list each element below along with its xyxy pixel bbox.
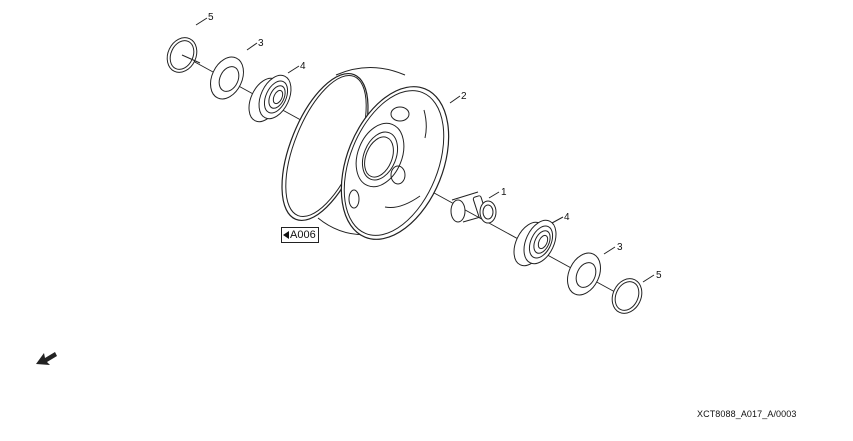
reference-tag-label: A006 [290,229,316,241]
washer-right [567,252,601,296]
callout-4-right: 4 [564,212,570,223]
bearing-right [513,219,557,267]
document-id: XCT8088_A017_A/0003 [697,409,797,419]
snap-ring-left [166,37,201,73]
bearing-left [248,74,292,123]
callout-2: 2 [461,91,467,102]
washer-left [210,56,244,100]
callout-5-right: 5 [656,270,662,281]
spacer [450,191,497,224]
callout-4-left: 4 [300,61,306,72]
callout-1: 1 [501,187,507,198]
reference-tag[interactable]: A006 [281,227,319,243]
snap-ring-right [611,278,643,314]
callout-5-left: 5 [208,12,214,23]
pulley [281,67,450,240]
callout-3-right: 3 [617,242,623,253]
left-triangle-icon [283,231,289,239]
front-arrow-icon [36,352,57,365]
callout-3-left: 3 [258,38,264,49]
